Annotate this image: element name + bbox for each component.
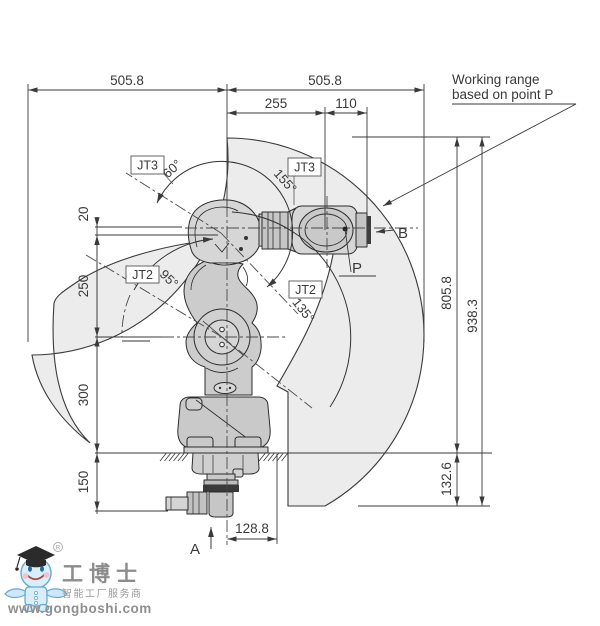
robot-tool-flange [355, 212, 368, 248]
point-p-label: P [352, 260, 362, 277]
robot-wrist-rings [261, 211, 289, 250]
dim-250: 250 [76, 275, 91, 298]
working-range-note-line2: based on point P [452, 87, 553, 102]
jt3-label-right: JT3 [287, 157, 322, 205]
working-range-note-line1: Working range [452, 72, 540, 87]
jt3-motion-arc [156, 160, 294, 288]
robot-cable-pipe [165, 496, 189, 511]
robot-base-flange [183, 446, 269, 454]
robot-base-cylinder [191, 452, 260, 475]
robot-cable-elbow [208, 491, 234, 518]
jt2-label-left: JT2 [125, 265, 160, 284]
jt2-motion-arc-right [231, 211, 352, 408]
svg-text:JT3: JT3 [137, 159, 158, 173]
registered-mark-icon [53, 542, 63, 552]
logo-brand: 工博士 [62, 562, 143, 586]
robot-elbow-housing [187, 199, 262, 264]
dim-132: 132.6 [439, 462, 454, 496]
floor-hatch-left [159, 453, 189, 462]
graduation-cap-icon [17, 546, 55, 564]
robot-column-badge [213, 382, 237, 394]
svg-text:JT3: JT3 [294, 161, 315, 175]
view-a-label: A [190, 541, 200, 558]
joint-labels: JT3 JT3 JT2 JT2 60° 155° 95° 135° [125, 155, 323, 325]
svg-text:JT2: JT2 [132, 268, 153, 282]
dim-938: 938.3 [465, 299, 480, 333]
dim-300: 300 [76, 384, 91, 407]
logo-tagline: 智能工厂服务商 [62, 587, 143, 600]
point-b-leader [375, 228, 395, 234]
working-range-leader [382, 103, 577, 207]
jt2-label-right: JT2 [288, 280, 323, 299]
dim-110: 110 [335, 96, 357, 111]
svg-text:R: R [56, 546, 61, 552]
point-annotations: Working range based on point P P B A [190, 72, 577, 558]
logo-website[interactable]: www.gongboshi.com [7, 601, 152, 616]
dim-150: 150 [76, 471, 91, 494]
dim-20: 20 [76, 206, 91, 221]
logo-mascot: R [4, 542, 68, 613]
floor-hatch-right [258, 453, 288, 462]
dimension-texts: 505.8 505.8 255 110 20 250 300 150 805.8… [76, 73, 480, 536]
mounting-floor [95, 452, 492, 462]
svg-text:JT2: JT2 [295, 283, 316, 297]
dim-255: 255 [265, 96, 288, 111]
dim-128: 128.8 [235, 521, 269, 536]
robot-wrist-ellipse [298, 207, 354, 253]
point-b-label: B [398, 225, 408, 242]
jt3-label-left: JT3 [130, 155, 174, 185]
dim-505-left: 505.8 [110, 73, 144, 88]
robot-cable-nut [186, 491, 208, 515]
dim-805: 805.8 [439, 276, 454, 310]
logo: R 工博士 智能工厂服务商 www.gongboshi.com [4, 542, 152, 616]
dimension-lines [27, 84, 490, 544]
dim-505-right: 505.8 [308, 73, 342, 88]
